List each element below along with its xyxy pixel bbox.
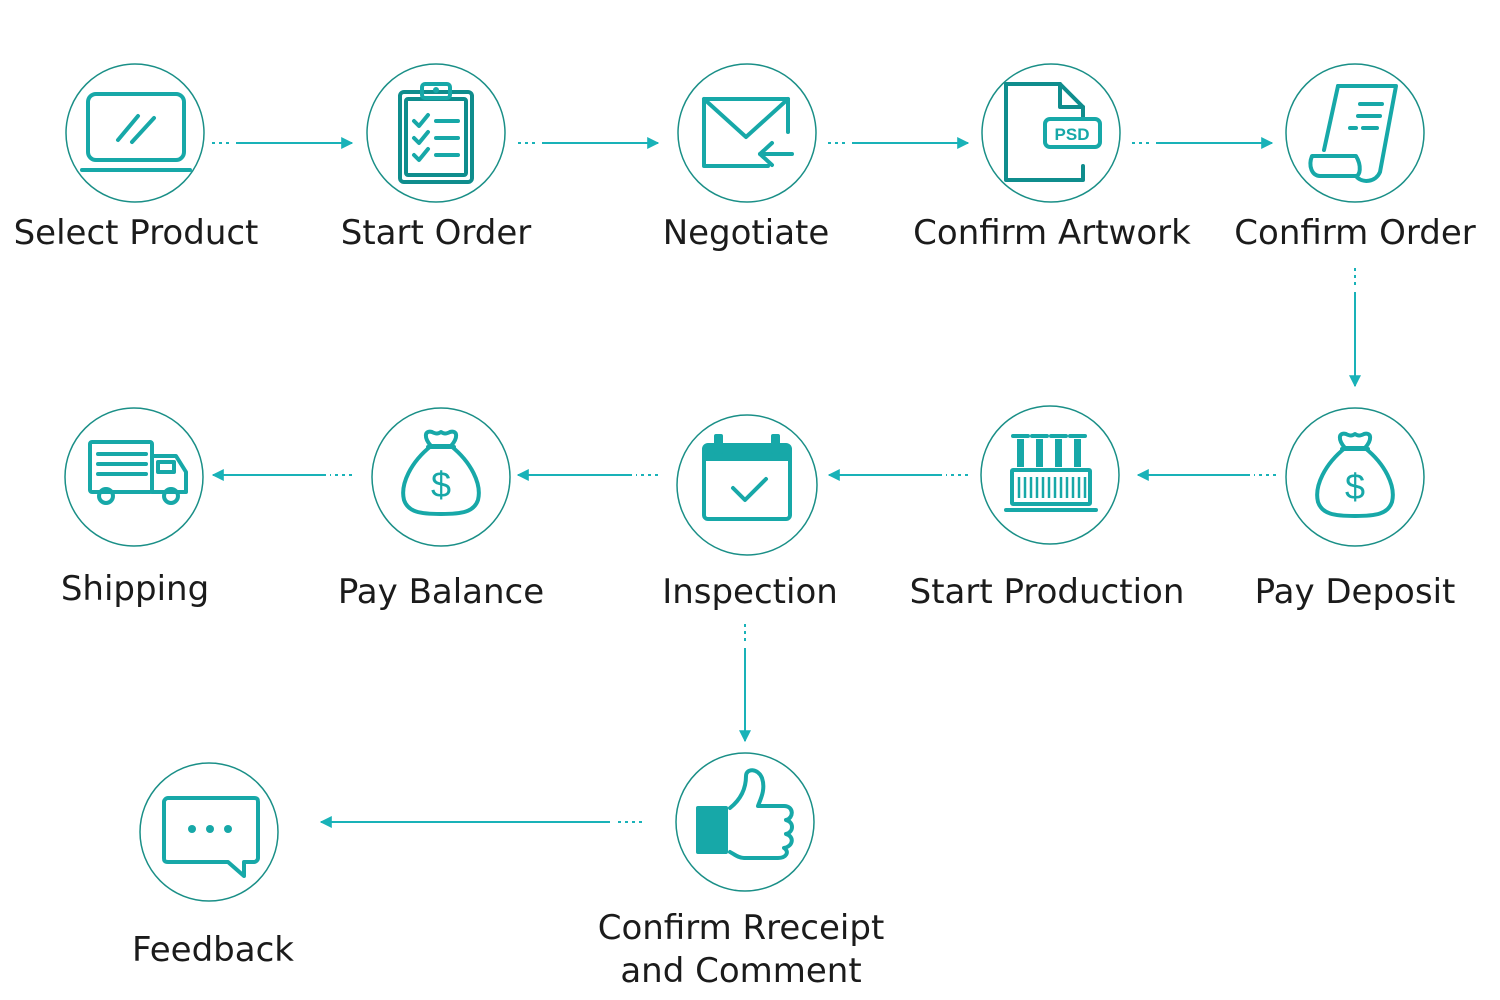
step-label-start-order: Start Order xyxy=(340,213,532,253)
clipboard-checklist-icon xyxy=(398,82,474,184)
step-label-negotiate: Negotiate xyxy=(662,213,830,253)
thumbs-up-icon xyxy=(696,768,794,860)
step-label-pay-deposit: Pay Deposit xyxy=(1254,572,1456,612)
envelope-arrow-icon xyxy=(702,97,794,168)
step-feedback xyxy=(139,762,279,902)
chat-bubble-icon xyxy=(162,796,260,878)
psd-file-icon: PSD xyxy=(1004,82,1102,182)
step-confirm-receipt xyxy=(675,752,815,892)
receipt-scroll-icon xyxy=(1308,84,1398,183)
step-label-start-production: Start Production xyxy=(909,572,1185,612)
step-circle xyxy=(1285,407,1425,547)
calendar-check-icon xyxy=(702,434,792,521)
step-shipping xyxy=(64,407,204,547)
dollar-sign-icon: $ xyxy=(431,464,451,505)
step-circle xyxy=(65,63,205,203)
step-select-product xyxy=(65,63,205,203)
step-start-production xyxy=(980,405,1120,545)
step-label-line: Confirm Rreceipt xyxy=(597,908,885,948)
delivery-truck-icon xyxy=(88,440,188,505)
step-pay-deposit: $ xyxy=(1285,407,1425,547)
factory-icon xyxy=(1004,434,1098,512)
step-label-confirm-order: Confirm Order xyxy=(1234,213,1476,253)
step-label-inspection: Inspection xyxy=(662,572,838,612)
psd-icon-text: PSD xyxy=(1055,125,1090,144)
step-confirm-artwork: PSD xyxy=(981,63,1121,203)
step-negotiate xyxy=(677,63,817,203)
step-label-pay-balance: Pay Balance xyxy=(337,572,545,612)
step-start-order xyxy=(366,63,506,203)
dollar-sign-icon: $ xyxy=(1345,466,1365,507)
step-label-select-product: Select Product xyxy=(13,213,259,253)
step-circle xyxy=(371,407,511,547)
step-label-line: and Comment xyxy=(620,951,862,991)
money-bag-icon: $ xyxy=(401,429,481,516)
step-circle xyxy=(676,414,818,556)
laptop-icon xyxy=(80,92,192,172)
step-circle xyxy=(677,63,817,203)
step-label-feedback: Feedback xyxy=(132,930,294,970)
step-label-confirm-receipt: Confirm Rreceipt and Comment xyxy=(581,907,901,993)
step-circle xyxy=(64,407,204,547)
money-bag-icon: $ xyxy=(1315,431,1395,518)
step-circle xyxy=(1285,63,1425,203)
step-circle xyxy=(981,63,1121,203)
step-circle xyxy=(980,405,1120,545)
step-label-shipping: Shipping xyxy=(60,569,210,609)
step-label-confirm-artwork: Confirm Artwork xyxy=(913,213,1191,253)
step-inspection xyxy=(676,414,818,556)
step-pay-balance: $ xyxy=(371,407,511,547)
step-confirm-order xyxy=(1285,63,1425,203)
